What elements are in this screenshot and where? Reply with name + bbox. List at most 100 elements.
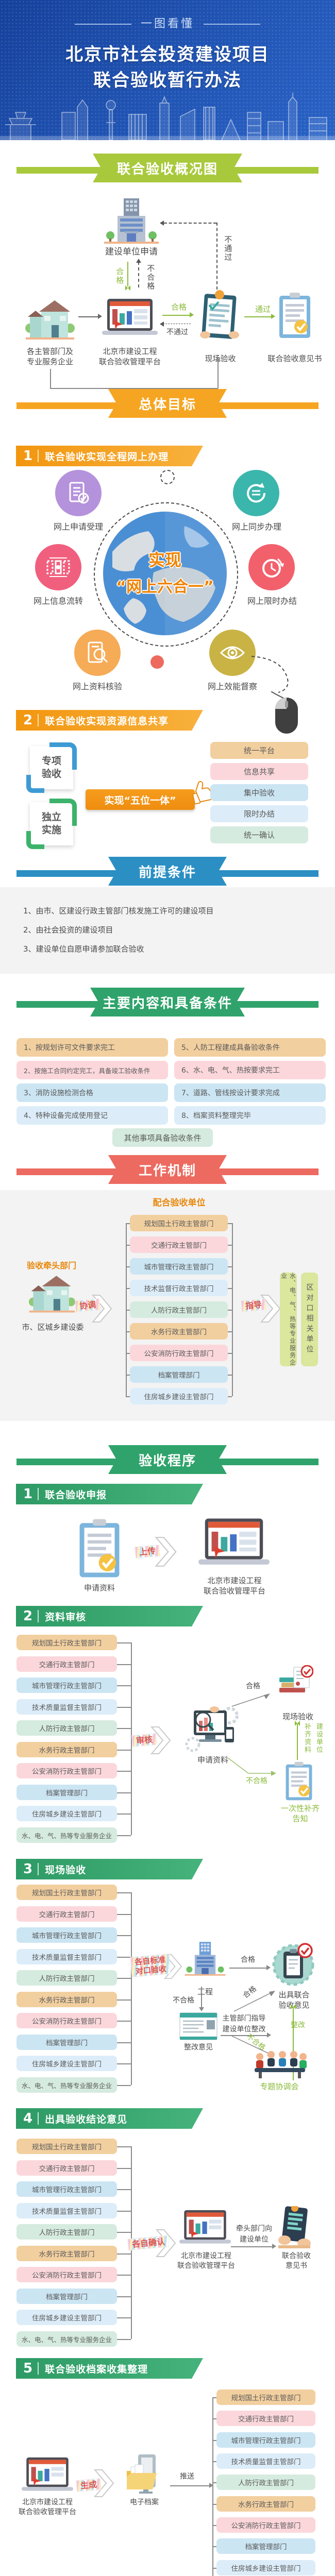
hub-label-supervise: 网上效能督察 xyxy=(207,682,257,691)
hub-circle-supervise xyxy=(209,630,256,676)
step3-rectdoc-label: 整改意见 xyxy=(184,2043,213,2052)
hub-red-dot xyxy=(150,655,164,669)
hub-label-apply: 网上申请受理 xyxy=(53,522,103,532)
step2-notice-label: 一次性补齐 告知 xyxy=(280,1804,320,1824)
section-precondition-ribbon: 前提条件 xyxy=(0,857,335,893)
step3-dept-pill: 人防行政主管部门 xyxy=(16,1970,117,1986)
step2-supply-vertical-label: 补齐资料 建设单位 xyxy=(303,1723,323,1754)
overview-certificate-label: 联合验收意见书 xyxy=(267,354,322,363)
condition-pill: 5、人防工程建成具备验收条件 xyxy=(174,1038,326,1057)
mechanism-dept-pill: 住房城乡建设主管部门 xyxy=(130,1388,228,1404)
mechanism-co-title: 配合验收单位 xyxy=(153,1198,206,1208)
share-pill: 统一确认 xyxy=(210,826,308,843)
step4-dept-pill: 住房城乡建设主管部门 xyxy=(16,2310,117,2325)
step2-pass-label: 合格 xyxy=(246,1682,260,1690)
precondition-item: 2、由社会投资的建设项目 xyxy=(23,925,113,935)
goal-item1-title: 联合验收实现全程网上办理 xyxy=(45,451,169,463)
step4-dept-pill: 水务行政主管部门 xyxy=(16,2246,117,2261)
goal-item2-number: 2 xyxy=(23,713,33,728)
section-goal-ribbon: 总体目标 xyxy=(0,389,335,425)
step2-dept-pill: 交通行政主管部门 xyxy=(16,1656,117,1672)
step4-dept-pill: 档案管理部门 xyxy=(16,2289,117,2304)
step4-platform-label: 北京市建设工程 联合验收管理平台 xyxy=(177,2252,235,2270)
step2-notice-doc-icon xyxy=(286,1761,312,1801)
step5-dept-pill: 规划国土行政主管部门 xyxy=(216,2389,315,2405)
meeting-icon xyxy=(255,2051,307,2078)
step4-dept-pill: 城市管理行政主管部门 xyxy=(16,2181,117,2197)
step2-dept-pill: 住房城乡建设主管部门 xyxy=(16,1806,117,1821)
precondition-panel: 1、由市、区建设行政主管部门核发施工许可的建设项目 2、由社会投资的建设项目 3… xyxy=(0,887,335,974)
site-acceptance-clipboard-icon xyxy=(200,290,239,339)
condition-pill: 7、道路、管线按设计要求完成 xyxy=(174,1083,326,1102)
laptop-icon xyxy=(102,299,158,335)
upload-arrow xyxy=(155,1537,177,1567)
step1-banner: 1 联合验收申报 xyxy=(16,1484,203,1504)
step2-doc-label: 申请资料 xyxy=(197,1755,228,1765)
step4-banner: 4 出具验收结论意见 xyxy=(16,2108,203,2129)
step5-dept-pill: 水务行政主管部门 xyxy=(216,2496,315,2512)
overview-fail-label: 不合格 xyxy=(146,264,156,291)
hub-dashed-ring xyxy=(94,502,238,647)
mechanism-lead-name: 市、区城乡建设委 xyxy=(22,1323,84,1332)
goal-item1-number: 1 xyxy=(23,448,33,464)
step2-dept-pill: 人防行政主管部门 xyxy=(16,1720,117,1736)
overview-departments-label: 各主管部门及 专业服务企业 xyxy=(26,347,73,367)
hub-mouse-connector xyxy=(251,656,289,693)
step4-dept-pill: 技术质量监督主管部门 xyxy=(16,2203,117,2218)
step5-platform-label: 北京市建设工程 联合验收管理平台 xyxy=(19,2498,76,2516)
share-pill: 统一平台 xyxy=(210,742,308,759)
section-title-precondition: 前提条件 xyxy=(108,857,227,886)
mechanism-dept-pill: 人防行政主管部门 xyxy=(130,1301,228,1318)
step3-pass-label: 合格 xyxy=(241,1956,255,1964)
step1-application-doc-icon xyxy=(79,1519,120,1578)
special-acceptance-card: 专项验收 xyxy=(26,742,77,793)
precondition-item: 1、由市、区建设行政主管部门核发施工许可的建设项目 xyxy=(23,906,214,916)
section-title-overview: 联合验收概况图 xyxy=(93,154,242,182)
step3-meeting-label: 专题协调会 xyxy=(260,2082,299,2091)
step3-pass-diag-arrow xyxy=(233,1991,275,2012)
step3-rectify-doc-icon xyxy=(179,2012,217,2040)
books-cert-icon xyxy=(279,1665,313,1692)
lead-house-icon xyxy=(28,1276,76,1313)
step3-dept-pill: 技术质量监督主管部门 xyxy=(16,1949,117,1964)
mechanism-dept-pill: 城市管理行政主管部门 xyxy=(130,1258,228,1275)
overview-passfinal-label: 通过 xyxy=(255,304,271,314)
step5-title: 联合验收档案收集整理 xyxy=(45,2363,148,2375)
step2-inspect-icon xyxy=(185,1706,239,1752)
step5-platform-laptop-icon xyxy=(22,2457,73,2491)
condition-pill: 6、水、电、气、热按要求完工 xyxy=(174,1061,326,1079)
condition-pill: 2、按施工合同约定完工，具备竣工验收条件 xyxy=(16,1061,168,1079)
section-title-conditions: 主要内容和具备条件 xyxy=(90,988,245,1016)
hub-circle-sync xyxy=(233,470,279,516)
step3-dept-pill: 规划国土行政主管部门 xyxy=(16,1885,117,1900)
step2-dept-pill: 公安消防行政主管部门 xyxy=(16,1763,117,1778)
coordinate-arrow xyxy=(92,1295,112,1323)
mouse-icon xyxy=(271,691,298,734)
step2-dept-pill: 水务行政主管部门 xyxy=(16,1742,117,1757)
step5-dept-pill: 技术质量监督主管部门 xyxy=(216,2453,315,2469)
hub-circle-flow xyxy=(35,544,81,590)
step3-title: 现场验收 xyxy=(45,1864,87,1876)
goal-item2-banner: 2 联合验收实现资源信息共享 xyxy=(16,710,203,731)
tagline-text: 一图看懂 xyxy=(140,18,194,30)
condition-pill: 4、特种设备完成使用登记 xyxy=(16,1106,168,1125)
review-arrow xyxy=(150,1726,171,1754)
mechanism-dept-pill: 技术监督行政主管部门 xyxy=(130,1280,228,1296)
step2-dept-pill: 城市管理行政主管部门 xyxy=(16,1677,117,1693)
step1-platform-laptop-icon xyxy=(198,1518,270,1565)
hub-center-text: 实现 “网上六合一” xyxy=(116,550,214,596)
upload-tape-label: 上传 xyxy=(135,1544,160,1559)
condition-pill: 3、消防设施检测合格 xyxy=(16,1083,168,1102)
office-building-icon xyxy=(104,198,159,244)
overview-notpass-h-label: 不通过 xyxy=(166,328,188,336)
step3-standard-arrow xyxy=(164,1954,182,1979)
section-mechanism-ribbon: 工作机制 xyxy=(0,1155,335,1191)
mechanism-dept-pill: 交通行政主管部门 xyxy=(130,1236,228,1253)
step4-dept-pill: 规划国土行政主管部门 xyxy=(16,2139,117,2154)
step3-banner: 3 现场验收 xyxy=(16,1859,203,1879)
step3-dept-pill: 水务行政主管部门 xyxy=(16,1992,117,2007)
step3-issue-badge-icon xyxy=(272,1943,314,1986)
mechanism-dept-pill: 水务行政主管部门 xyxy=(130,1323,228,1340)
step1-doc-label: 申请资料 xyxy=(83,1583,115,1592)
